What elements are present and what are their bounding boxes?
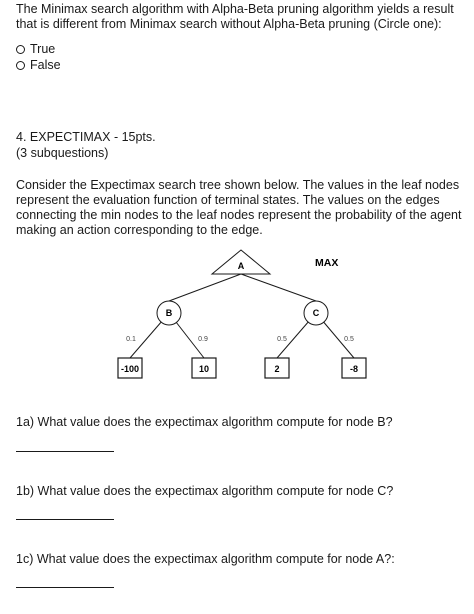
section-description: Consider the Expectimax search tree show…: [16, 178, 462, 237]
leaf-value-4: -8: [350, 364, 358, 374]
edge-prob-3: 0.5: [277, 336, 287, 343]
leaf-value-3: 2: [274, 364, 279, 374]
leaf-value-1: -100: [121, 364, 139, 374]
edge-prob-4: 0.5: [344, 336, 354, 343]
max-node-triangle: [210, 249, 272, 275]
root-node-label: A: [238, 261, 245, 271]
leaf-node-4: [341, 357, 367, 379]
radio-circle-icon[interactable]: [16, 45, 25, 54]
option-false[interactable]: False: [16, 58, 61, 73]
answer-blank-1b[interactable]: [16, 519, 114, 520]
chance-node-c-label: C: [313, 308, 320, 318]
option-true-label: True: [30, 42, 56, 56]
chance-node-c: [303, 300, 329, 326]
edge-prob-2: 0.9: [198, 336, 208, 343]
edge-a-c: [240, 273, 317, 302]
option-true[interactable]: True: [16, 42, 55, 57]
chance-node-b-label: B: [166, 308, 173, 318]
question-3-text: The Minimax search algorithm with Alpha-…: [16, 2, 454, 31]
chance-node-b: [156, 300, 182, 326]
subquestion-1a: 1a) What value does the expectimax algor…: [16, 415, 393, 429]
leaf-node-3: [264, 357, 290, 379]
leaf-node-1: [117, 357, 143, 379]
section-title: 4. EXPECTIMAX - 15pts.: [16, 130, 156, 144]
edge-a-b: [168, 273, 242, 302]
radio-circle-icon[interactable]: [16, 61, 25, 70]
leaf-node-2: [191, 357, 217, 379]
max-label: MAX: [315, 257, 338, 269]
edge-prob-1: 0.1: [126, 336, 136, 343]
answer-blank-1c[interactable]: [16, 587, 114, 588]
subquestion-1c: 1c) What value does the expectimax algor…: [16, 552, 395, 566]
section-subtitle: (3 subquestions): [16, 146, 109, 160]
option-false-label: False: [30, 58, 61, 72]
answer-blank-1a[interactable]: [16, 451, 114, 452]
expectimax-tree-diagram: A MAX B C 0.1 0.9 0.5 0.5 -100 10 2 -8: [117, 249, 367, 379]
subquestion-1b: 1b) What value does the expectimax algor…: [16, 484, 394, 498]
leaf-value-2: 10: [199, 364, 209, 374]
